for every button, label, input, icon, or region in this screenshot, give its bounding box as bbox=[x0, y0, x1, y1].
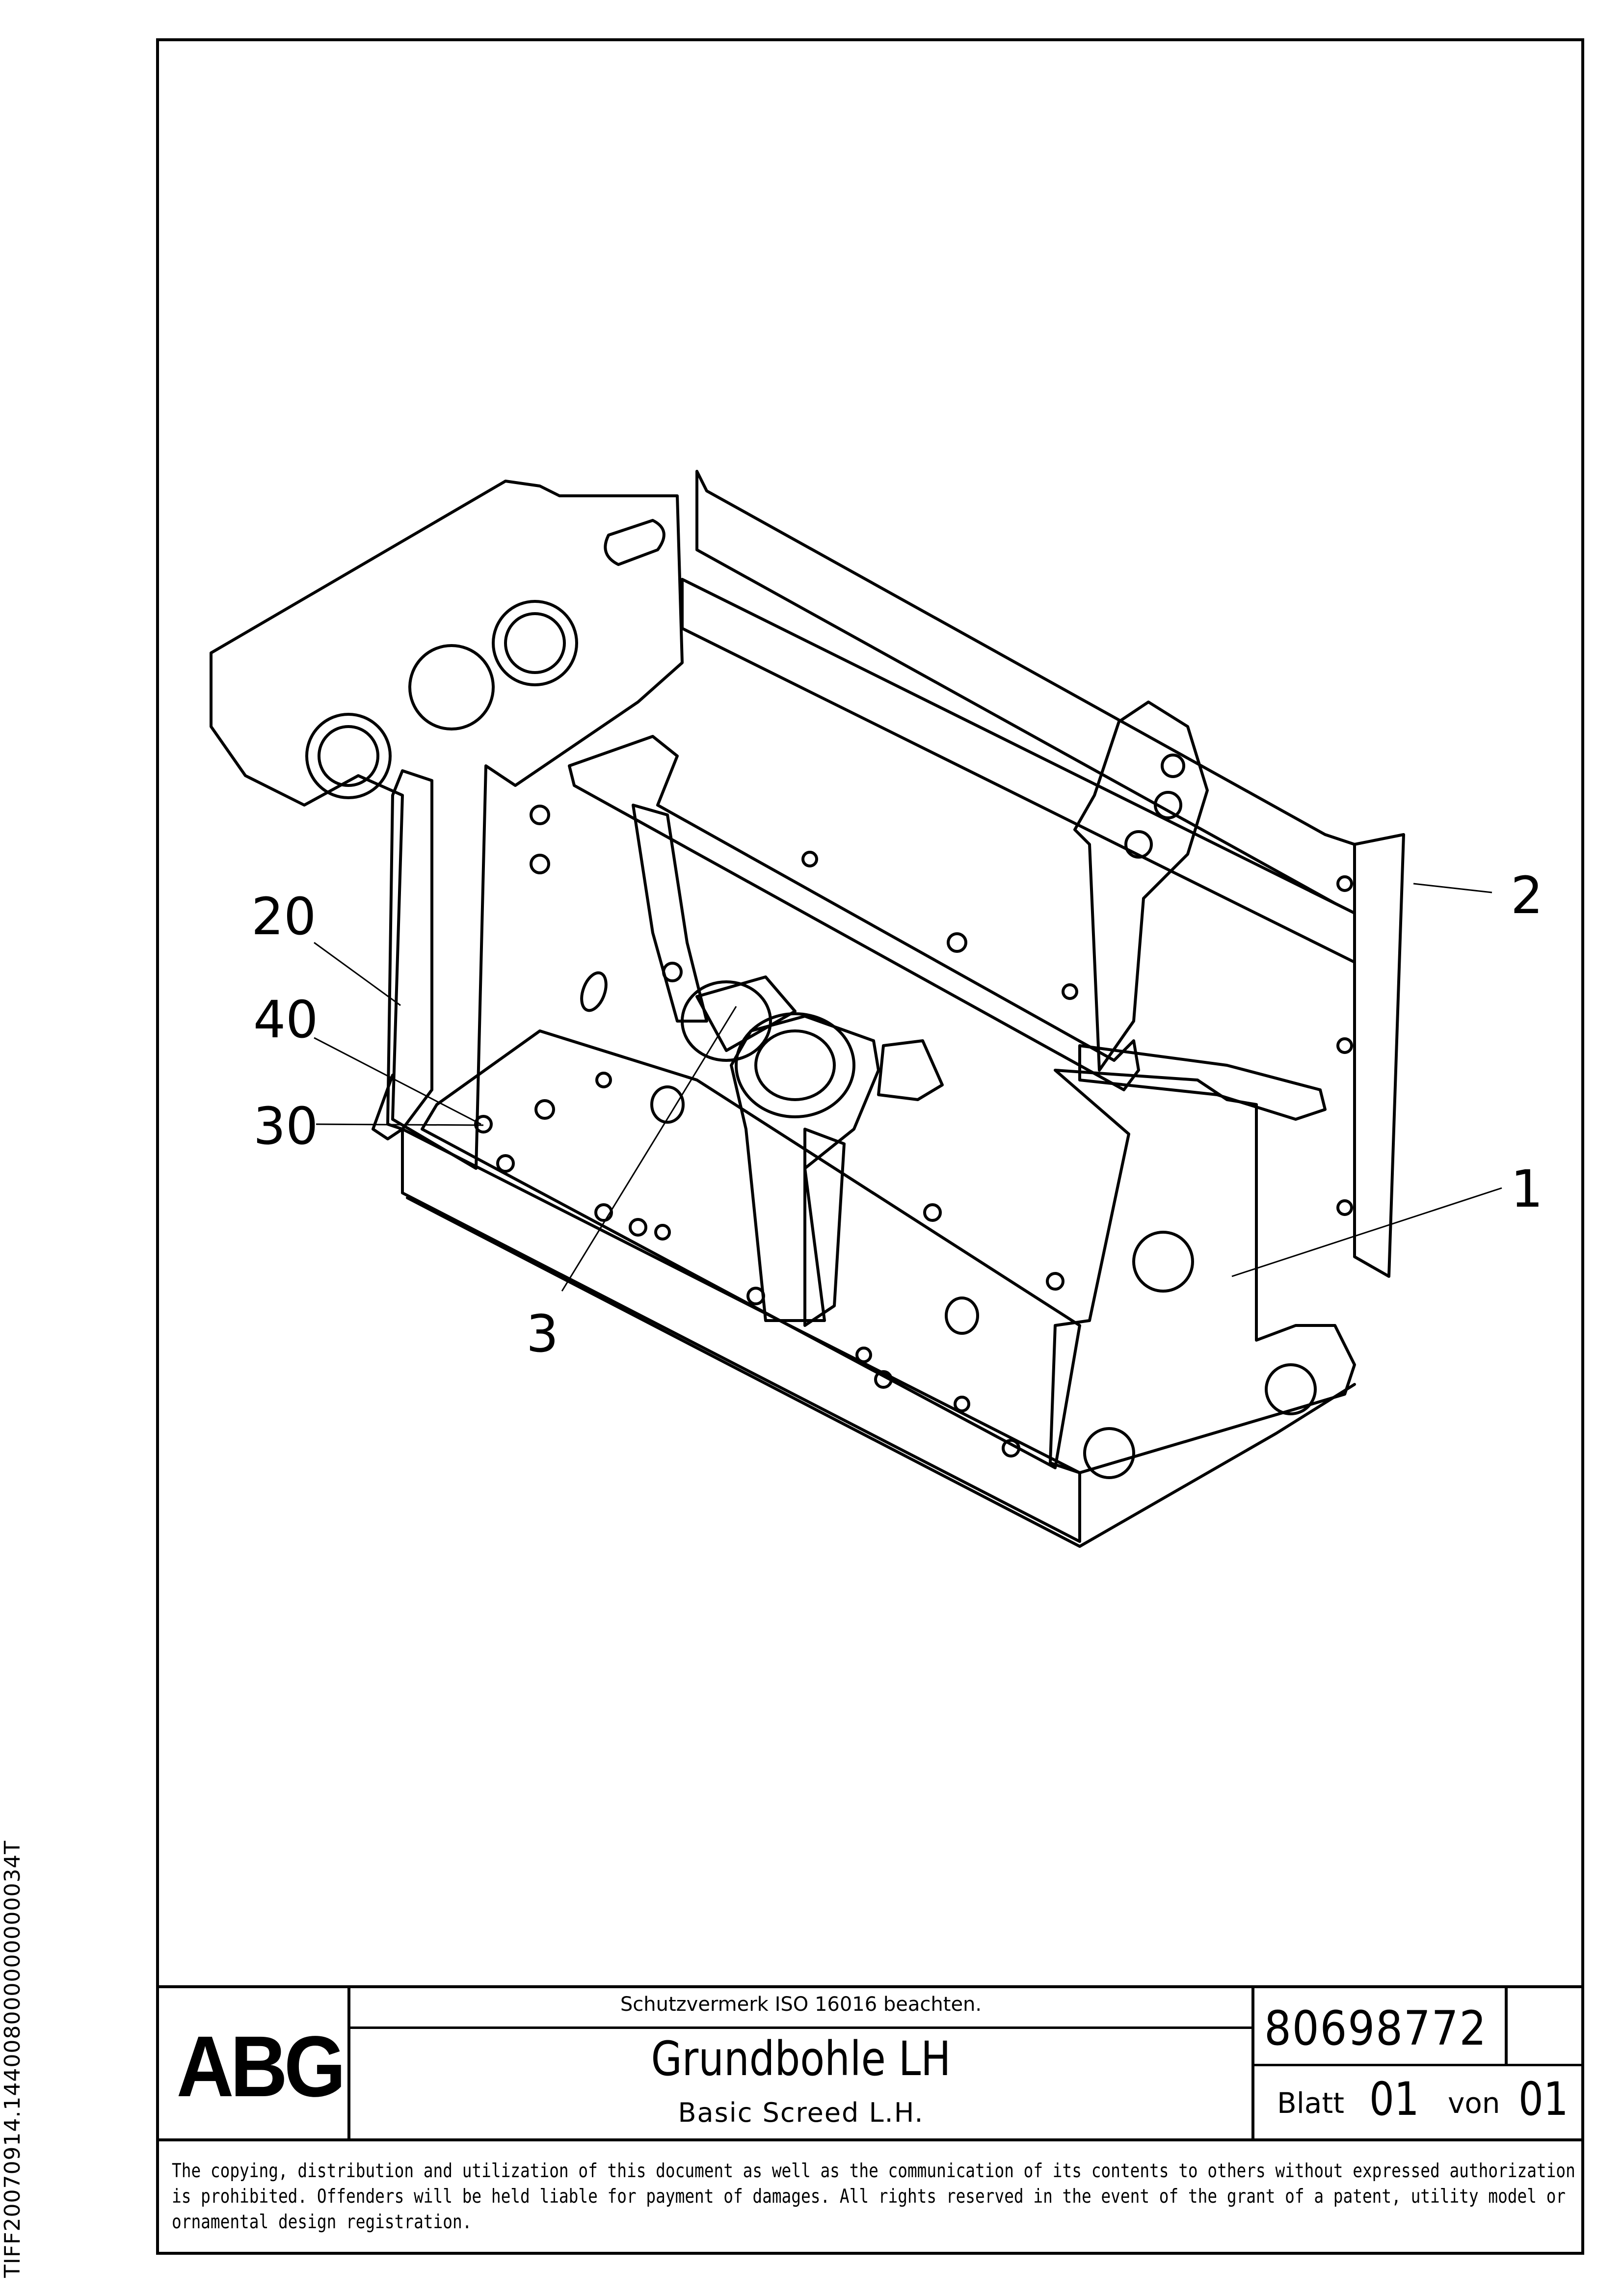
bolts bbox=[474, 805, 1353, 1458]
title-block-bottom-rule bbox=[159, 2138, 1581, 2141]
divider-logo bbox=[347, 1988, 350, 2141]
arm-hole-1 bbox=[1154, 791, 1182, 819]
mount-plate bbox=[730, 1015, 880, 1322]
bracket-bore-1-inner bbox=[318, 725, 379, 787]
divider-sheet bbox=[1254, 2064, 1581, 2066]
bracket-slot bbox=[604, 519, 665, 566]
callout-1: 1 bbox=[1511, 1159, 1543, 1219]
leader-40 bbox=[314, 1037, 481, 1125]
screed-body-front bbox=[401, 1128, 1081, 1543]
screed-bottom-edge bbox=[406, 1196, 1356, 1548]
motor-body bbox=[695, 975, 797, 1052]
leader-30 bbox=[316, 1123, 484, 1126]
right-end-frame bbox=[1049, 1069, 1356, 1474]
end-bore bbox=[1132, 1231, 1194, 1293]
vibration-motor bbox=[681, 980, 772, 1062]
callout-40: 40 bbox=[253, 990, 319, 1050]
title-english: Basic Screed L.H. bbox=[678, 2097, 924, 2128]
drawing-sheet-border bbox=[156, 38, 1584, 2255]
title-german: Grundbohle LH bbox=[651, 2031, 951, 2086]
plug-center bbox=[945, 1297, 979, 1335]
bracket-bore-1 bbox=[305, 713, 392, 799]
leader-3 bbox=[561, 1006, 737, 1292]
right-end-plate bbox=[1353, 833, 1405, 1278]
callout-3: 3 bbox=[526, 1304, 559, 1364]
rear-panel bbox=[695, 470, 1356, 915]
protection-notice: Schutzvermerk ISO 16016 beachten. bbox=[620, 1993, 982, 2016]
sheet-total: 01 bbox=[1518, 2073, 1569, 2126]
callout-2: 2 bbox=[1511, 865, 1543, 925]
callout-20: 20 bbox=[251, 887, 317, 946]
divider-number bbox=[1251, 1988, 1254, 2141]
end-bore-2 bbox=[1265, 1363, 1317, 1415]
isometric-screed-drawing bbox=[210, 470, 1502, 1548]
arm-hole-3 bbox=[1161, 754, 1185, 778]
side-bracket bbox=[803, 1128, 846, 1327]
left-bracket bbox=[210, 480, 684, 1170]
leader-2 bbox=[1413, 883, 1492, 893]
of-label: von bbox=[1448, 2086, 1500, 2120]
eccentric-housing-inner bbox=[754, 1029, 836, 1101]
bracket-bore-3-inner bbox=[504, 612, 566, 674]
divider-notice bbox=[350, 2026, 1251, 2029]
screed-body-top bbox=[421, 1029, 1081, 1469]
sheet-number: 01 bbox=[1369, 2073, 1419, 2126]
side-block bbox=[877, 1039, 944, 1101]
eccentric-housing bbox=[735, 1012, 855, 1118]
sheet-label: Blatt bbox=[1277, 2086, 1344, 2120]
bracket-bore-3 bbox=[492, 600, 578, 686]
rear-panel-inner bbox=[681, 578, 1356, 964]
center-web bbox=[632, 804, 708, 1023]
plug-left bbox=[650, 1085, 685, 1124]
copyright-line-1: The copying, distribution and utilizatio… bbox=[172, 2160, 1575, 2182]
arm-hole-2 bbox=[1124, 830, 1153, 859]
abg-logo: ABG bbox=[176, 2019, 346, 2115]
guide-plate bbox=[568, 735, 1140, 1091]
oval-hole bbox=[580, 971, 608, 1012]
divider-revision bbox=[1505, 1988, 1508, 2065]
title-block bbox=[159, 1985, 1581, 2141]
end-bore-3 bbox=[1083, 1427, 1135, 1479]
left-foot bbox=[372, 1074, 404, 1140]
right-lift-arm bbox=[1073, 701, 1209, 1072]
leader-1 bbox=[1231, 1187, 1502, 1277]
side-document-code: TIFF20070914.144008000000000034T bbox=[0, 1840, 25, 2278]
copyright-line-3: ornamental design registration. bbox=[172, 2211, 472, 2233]
bracket-bore-2 bbox=[408, 644, 495, 730]
drawing-number: 80698772 bbox=[1264, 2001, 1488, 2056]
callout-30: 30 bbox=[253, 1096, 319, 1156]
copyright-line-2: is prohibited. Offenders will be held li… bbox=[172, 2186, 1566, 2208]
leader-20 bbox=[314, 942, 401, 1006]
right-lever bbox=[1078, 1044, 1327, 1121]
